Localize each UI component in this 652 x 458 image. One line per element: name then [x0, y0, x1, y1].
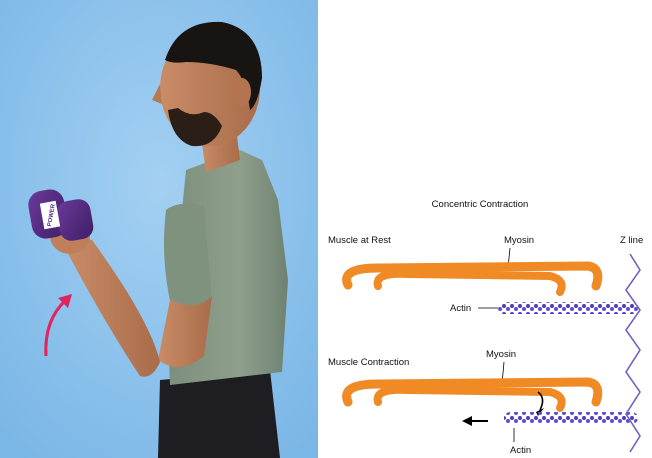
- bicep-curl-photo: POWER: [0, 0, 318, 458]
- beard: [168, 108, 222, 147]
- contraction-heading: Muscle Contraction: [328, 357, 409, 368]
- dumbbell: POWER: [28, 189, 94, 241]
- nose: [152, 84, 162, 104]
- diagram-title: Concentric Contraction: [432, 199, 529, 210]
- sarcomere-diagram: Concentric Contraction Muscle at Rest My…: [328, 199, 643, 456]
- rest-myosin-label: Myosin: [504, 235, 534, 246]
- z-line-label: Z line: [620, 235, 643, 246]
- sleeve: [164, 203, 212, 313]
- contraction-myosin-label: Myosin: [486, 349, 516, 360]
- ear: [233, 78, 251, 106]
- rest-heading: Muscle at Rest: [328, 235, 391, 246]
- photo-illustration: POWER: [0, 0, 318, 458]
- rest-actin: [498, 302, 638, 314]
- upper-arm: [158, 296, 212, 368]
- curl-direction-arrow: [44, 294, 72, 357]
- rest-actin-label: Actin: [450, 303, 471, 314]
- forearm: [64, 238, 160, 377]
- actin-movement-arrow: [462, 416, 488, 426]
- rest-myosin: [342, 261, 603, 296]
- concentric-contraction-diagram: Concentric Contraction Muscle at Rest My…: [318, 0, 652, 458]
- contraction-actin-label: Actin: [510, 445, 531, 456]
- hair: [165, 21, 262, 110]
- dumbbell-brand: POWER: [47, 203, 57, 227]
- pants: [158, 370, 280, 458]
- z-line: [625, 253, 641, 453]
- contraction-actin: [504, 412, 638, 424]
- contraction-myosin: [342, 377, 603, 412]
